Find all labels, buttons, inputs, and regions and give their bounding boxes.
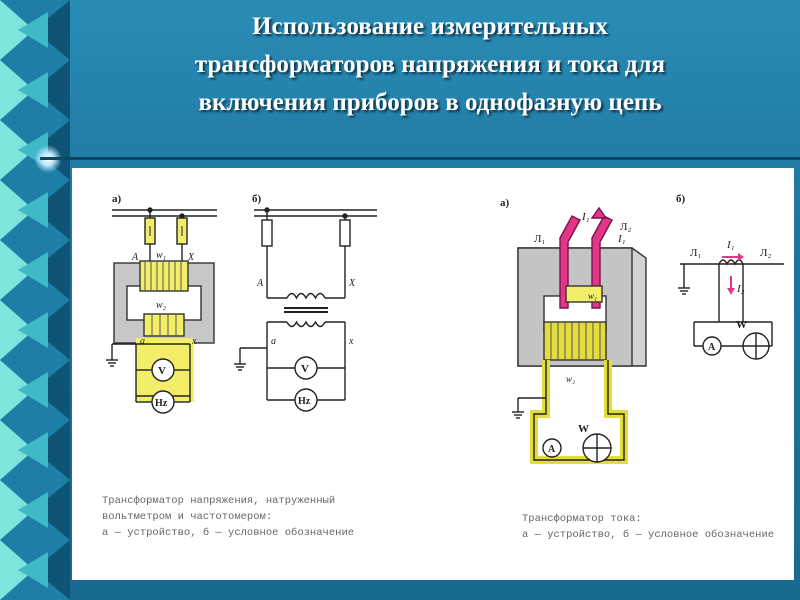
primary-coil [565, 285, 603, 303]
terminal-label-X: X [348, 278, 356, 289]
slide-title: Использование измерительных трансформато… [100, 8, 760, 122]
current-arrow-icon [727, 288, 735, 295]
ammeter-label: A [548, 444, 556, 455]
terminal-label-x: x [348, 336, 354, 347]
caption-line: Трансформатор напряжения, натруженный [102, 495, 336, 507]
diagram-panel: A X w₁ w₂ a x V Hz а) [72, 168, 794, 580]
terminal-label-x: x [191, 336, 197, 347]
title-line: трансформаторов напряжения и тока для [194, 51, 666, 78]
wattmeter-label: W [578, 423, 589, 435]
secondary-winding-symbol [286, 320, 326, 328]
line-label-L1: Л₁ [690, 247, 701, 259]
winding-label-w1: w₁ [156, 250, 166, 261]
terminal-label-a: a [271, 336, 276, 347]
secondary-coil [543, 321, 607, 361]
voltmeter-label: V [301, 363, 309, 375]
panel-label-a: а) [112, 193, 122, 205]
fuse-icon [339, 219, 351, 247]
terminal-label-A: A [131, 252, 139, 263]
line-label-L2: Л₂ [760, 247, 771, 259]
right-figure-caption: Трансформатор тока: а — устройство, б — … [522, 511, 790, 543]
current-label-I2: I₂ [736, 283, 745, 295]
primary-winding-symbol [286, 292, 326, 300]
band-triangle [0, 120, 34, 180]
band-triangle [0, 180, 34, 240]
decorative-left-band [0, 0, 70, 600]
band-triangle [18, 72, 48, 108]
winding-label-w2: w₂ [566, 374, 575, 384]
band-triangle [0, 0, 34, 60]
title-divider [40, 157, 800, 160]
voltage-transformer-symbol [234, 207, 377, 412]
current-label-I1: I₁ [726, 239, 735, 251]
panel-label-a: а) [500, 197, 510, 209]
fuse-icon [261, 219, 273, 247]
terminal-label-a: a [140, 336, 145, 347]
terminal-label-X: X [187, 252, 195, 263]
ammeter-icon [702, 336, 722, 356]
primary-coil [139, 260, 189, 292]
ammeter-label: A [708, 342, 716, 353]
band-triangle [34, 180, 70, 240]
terminal-label-A: A [256, 278, 264, 289]
winding-label-w1: w₁ [588, 291, 597, 301]
band-triangle [18, 12, 48, 48]
primary-bus-left [559, 215, 581, 309]
current-arrow-icon [738, 253, 744, 261]
caption-line: а — устройство, б — условное обозначение [102, 527, 355, 539]
voltage-transformer-device [106, 207, 217, 414]
band-triangle [0, 480, 34, 540]
line-label-L2: Л₂ [620, 221, 631, 233]
current-label-I1: I₁ [581, 211, 590, 223]
current-transformer-symbol [678, 253, 784, 360]
frequency-meter-label: Hz [155, 398, 168, 409]
title-line: Использование измерительных [252, 13, 608, 40]
band-triangle [0, 300, 34, 360]
current-transformer-device [512, 206, 647, 464]
band-triangle [34, 0, 70, 60]
band-triangle [18, 192, 48, 228]
winding-label-w2: w₂ [156, 300, 167, 311]
band-triangle [0, 240, 34, 300]
band-triangle [34, 420, 70, 480]
band-triangle [34, 60, 70, 120]
current-label-I1: I₁ [617, 233, 626, 245]
secondary-coil [143, 313, 185, 337]
band-triangle [18, 312, 48, 348]
band-triangle [34, 240, 70, 300]
transformer-diagram: A X w₁ w₂ a x V Hz а) [106, 193, 784, 464]
band-triangle [34, 360, 70, 420]
current-arrow-icon [590, 206, 608, 219]
band-triangle [0, 540, 34, 600]
band-triangle [18, 252, 48, 288]
band-triangle [34, 300, 70, 360]
wattmeter-label: W [736, 319, 747, 331]
caption-line: вольтметром и частотомером: [102, 511, 273, 523]
band-triangle [34, 540, 70, 600]
caption-line: а — устройство, б — условное обозначение [522, 529, 775, 541]
band-triangle [18, 552, 48, 588]
left-figure-caption: Трансформатор напряжения, натруженный во… [102, 493, 422, 541]
title-line: включения приборов в однофазную цепь [198, 89, 662, 116]
panel-label-b: б) [252, 193, 262, 205]
voltmeter-label: V [158, 365, 166, 377]
band-triangle [0, 360, 34, 420]
panel-label-b: б) [676, 193, 686, 205]
caption-line: Трансформатор тока: [522, 513, 642, 525]
band-triangle [18, 432, 48, 468]
band-triangle [34, 480, 70, 540]
band-triangle [18, 492, 48, 528]
line-label-L1: Л₁ [534, 233, 545, 245]
band-triangle [0, 420, 34, 480]
band-triangle [18, 372, 48, 408]
ammeter-icon [542, 438, 562, 458]
band-triangle [0, 60, 34, 120]
frequency-meter-label: Hz [298, 396, 311, 407]
